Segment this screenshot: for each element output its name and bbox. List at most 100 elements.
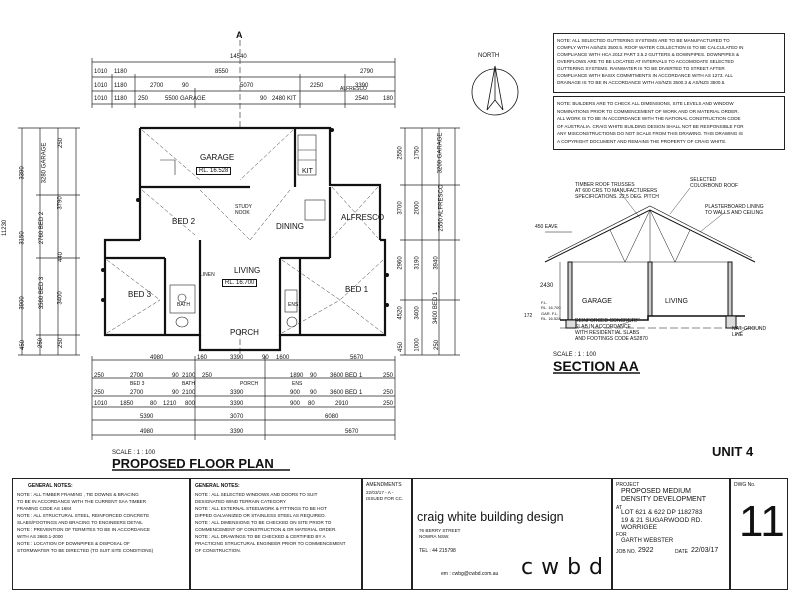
general-notes-2-title: GENERAL NOTES: <box>195 483 240 489</box>
section-marker-top: A <box>236 30 243 40</box>
dim-text: 2480 KIT <box>272 96 297 102</box>
garage-level: RL. 16.528 <box>196 167 232 175</box>
date-label: DATE <box>675 549 688 555</box>
slab-note: REINFORCED CONCRETE SLAB IN ACCORDANCE W… <box>575 318 648 342</box>
section-step-dim: 172 <box>524 313 533 319</box>
roof-note: SELECTED COLORBOND ROOF <box>690 177 739 189</box>
dim-text: PORCH <box>240 381 259 387</box>
dim-text: 450 <box>398 341 405 353</box>
garage-floor-level-note: GAR. F.L. RL. 16.528 <box>541 311 561 321</box>
dim-text: 1010 <box>94 83 108 89</box>
room-study-nook: STUDY NOOK <box>235 204 252 216</box>
client-name: GARTH WEBSTER <box>621 538 674 544</box>
dim-text: 250 <box>383 373 394 379</box>
floor-level-note: F.L. RL. 16.700 <box>541 300 561 310</box>
dim-text: 250 <box>434 339 441 351</box>
dim-text: 3200 GARAGE <box>437 132 444 174</box>
dim-text: 2700 <box>130 390 144 396</box>
drawing-number-label: DWG No. <box>734 482 756 488</box>
dim-text: BATH <box>182 381 195 387</box>
dim-text: 3790 <box>57 196 64 210</box>
drawing-date: 22/03/17 <box>691 547 719 554</box>
dim-text: 160 <box>197 355 208 361</box>
amendments-title: AMENDMENTS <box>366 482 402 488</box>
dim-text: 180 <box>383 96 394 102</box>
dim-text: 3280 GARAGE <box>41 142 48 184</box>
section-title: SECTION AA <box>553 358 639 374</box>
dim-text: 1010 <box>94 96 108 102</box>
project-label: PROJECT <box>616 482 640 488</box>
dim-text: 4980 <box>150 355 164 361</box>
dim-text: 90 <box>172 373 179 379</box>
dim-text: 5070 <box>240 83 254 89</box>
amendment-entry: 22/03/17 - A - ISSUED FOR CC. <box>366 490 404 501</box>
dim-text: 3390 <box>230 429 244 435</box>
dim-text: 3390 <box>230 401 244 407</box>
dim-text: 3390 <box>355 83 369 89</box>
room-garage: GARAGE <box>200 153 235 162</box>
dim-text: 2700 <box>150 83 164 89</box>
dim-text: 6080 <box>325 414 339 420</box>
dim-text: 1180 <box>114 83 127 89</box>
section-living-label: LIVING <box>665 298 688 305</box>
unit-label: UNIT 4 <box>712 444 754 459</box>
dim-text: 90 <box>310 373 317 379</box>
drawing-number-panel: DWG No. 11 <box>730 478 788 590</box>
dim-text: 5500 GARAGE <box>165 96 206 102</box>
dim-text: 3070 <box>230 414 244 420</box>
dim-text: 800 <box>185 401 196 407</box>
dim-text: 1890 <box>290 373 304 379</box>
dim-text: 250 <box>38 337 45 349</box>
dim-text: 3600 BED 1 <box>330 373 363 379</box>
room-bed-1: BED 1 <box>345 285 369 294</box>
project-name: PROPOSED MEDIUM DENSITY DEVELOPMENT <box>621 488 707 503</box>
dim-text: 80 <box>150 401 157 407</box>
dim-text: 2000 <box>414 201 421 215</box>
living-level: RL. 16.700 <box>222 279 258 287</box>
general-notes-panel-2: GENERAL NOTES: NOTE : ALL SELECTED WINDO… <box>190 478 362 590</box>
dim-text: 250 <box>138 96 149 102</box>
dim-text: 90 <box>310 390 317 396</box>
dim-text: 90 <box>172 390 179 396</box>
dim-text: 440 <box>58 251 65 263</box>
dim-text: 2100 <box>182 373 196 379</box>
dim-text: 1010 <box>94 401 108 407</box>
dim-text: 4980 <box>140 429 154 435</box>
firm-address: 76 BERRY STREET NOWRA NSW. <box>419 528 461 539</box>
dim-text: 900 <box>290 401 301 407</box>
dim-text: 250 <box>58 337 65 349</box>
dim-text: 2960 <box>397 256 404 270</box>
dim-text: 1180 <box>114 96 127 102</box>
dim-text: 2550 <box>397 146 404 160</box>
floor-plan-scale: SCALE : 1 : 100 <box>112 450 156 456</box>
ground-line-note: NAT. GROUND LINE <box>732 326 767 338</box>
dim-text: 2910 <box>335 401 349 407</box>
room-bed-3: BED 3 <box>128 290 152 299</box>
gutter-note-box: NOTE: ALL SELECTED GUTTERING SYSTEMS ARE… <box>553 33 785 93</box>
dim-text: 2540 <box>355 96 369 102</box>
dim-text: 2760 BED 2 <box>39 211 46 245</box>
dim-text: 250 <box>94 373 105 379</box>
section-garage-label: GARAGE <box>582 298 612 305</box>
eave-note: 450 EAVE <box>535 224 558 230</box>
dim-text: 1210 <box>163 401 177 407</box>
dim-text: ALFRESCO <box>340 86 367 92</box>
dim-text: 1850 <box>120 401 134 407</box>
room-kitchen: KIT <box>302 168 313 175</box>
dim-text: 3700 <box>397 201 404 215</box>
dim-text: 3150 <box>19 231 26 245</box>
dim-text: BED 3 <box>130 381 145 387</box>
truss-note: TIMBER ROOF TRUSSES AT 600 CRS TO MANUFA… <box>575 182 659 200</box>
project-panel: PROJECT PROPOSED MEDIUM DENSITY DEVELOPM… <box>612 478 730 590</box>
dim-text: 1000 <box>414 338 421 352</box>
room-living: LIVING <box>234 266 261 275</box>
section-height: 2430 <box>540 283 554 289</box>
room-alfresco: ALFRESCO <box>341 213 385 222</box>
dim-text: 90 <box>262 355 269 361</box>
dim-text: 3190 <box>414 256 421 270</box>
dim-text: 450 <box>20 339 27 351</box>
job-label: JOB NO. <box>616 549 637 555</box>
dim-text: 2250 <box>310 83 324 89</box>
